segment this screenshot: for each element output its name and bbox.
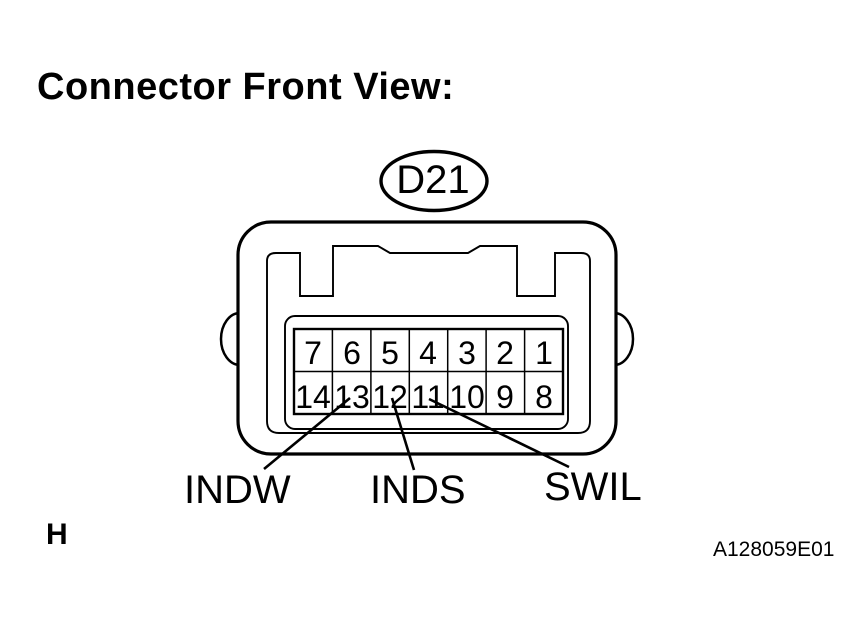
pin-number: 10 [449, 379, 485, 415]
pin-grid: 7 6 5 4 3 2 1 14 13 12 11 10 9 8 [292, 327, 565, 416]
connector-id-label: D21 [396, 158, 469, 202]
pin-signal-label-swil: SWIL [544, 465, 642, 509]
pin-signal-label-indw: INDW [184, 468, 291, 512]
pin-number: 2 [496, 335, 514, 371]
pin-signal-label-inds: INDS [370, 468, 466, 512]
pin-number: 8 [535, 379, 553, 415]
connector-id-badge [379, 149, 489, 213]
pin-number: 12 [372, 379, 408, 415]
pin-number: 14 [295, 379, 331, 415]
leader-line-pin13-indw [263, 396, 351, 471]
leader-line-pin11-swil [428, 397, 570, 469]
pin-housing [284, 315, 569, 430]
page-title: Connector Front View: [37, 66, 455, 108]
connector-inner-profile [266, 245, 591, 434]
pin-number: 5 [381, 335, 399, 371]
leader-line-pin12-inds [390, 397, 416, 471]
section-marker: H [46, 518, 68, 551]
pin-number: 9 [496, 379, 514, 415]
pin-number: 11 [411, 379, 444, 415]
figure-code: A128059E01 [713, 538, 835, 561]
pin-number: 6 [343, 335, 361, 371]
pin-number: 4 [419, 335, 437, 371]
pin-number: 1 [535, 335, 553, 371]
pin-number: 13 [334, 379, 370, 415]
pin-number: 3 [458, 335, 476, 371]
pin-number: 7 [304, 335, 322, 371]
